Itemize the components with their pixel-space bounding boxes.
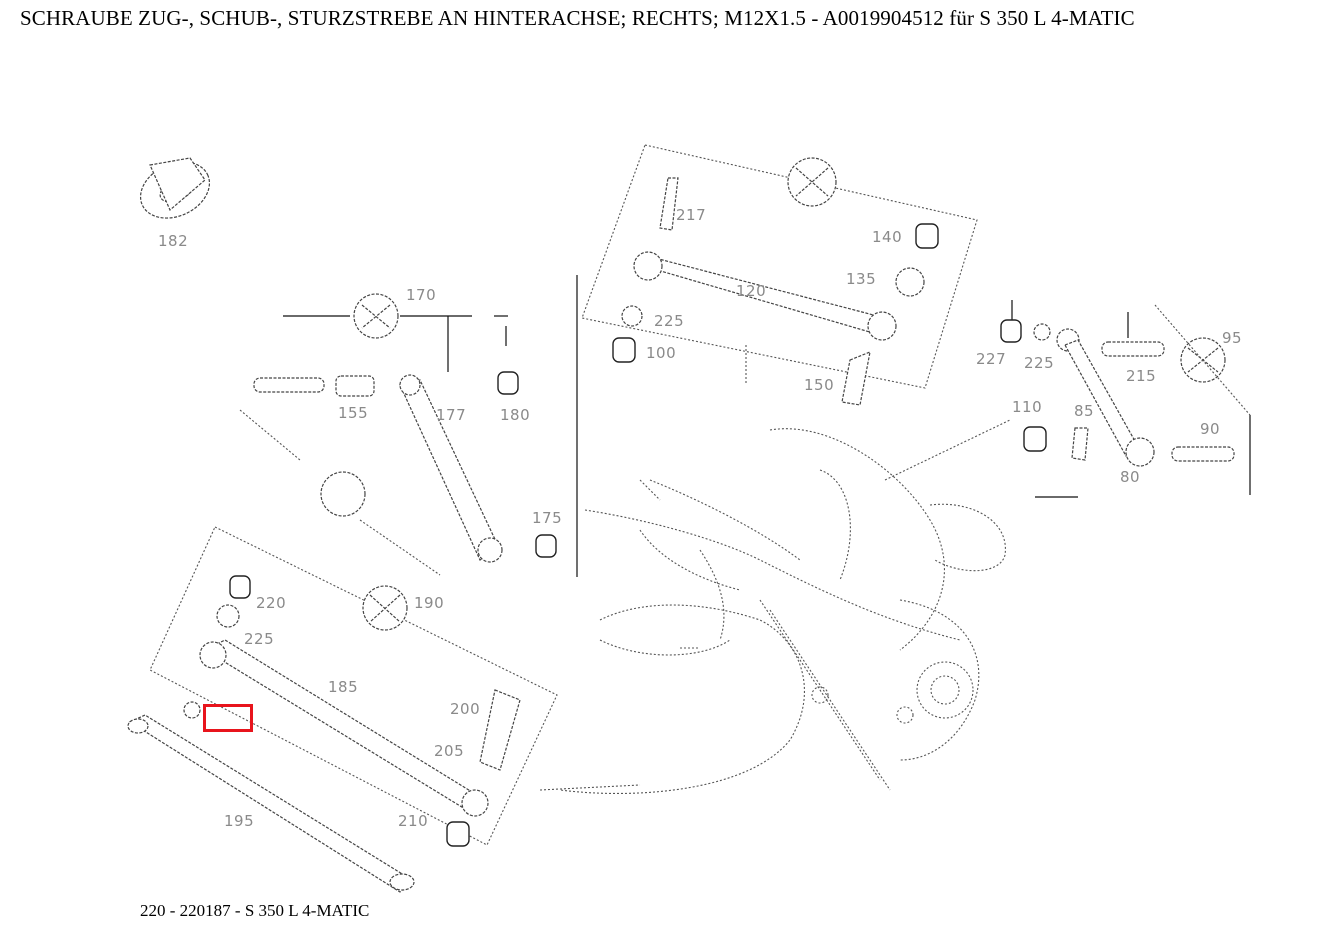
callout-215[interactable]: 215	[1126, 367, 1156, 385]
callout-225-left[interactable]: 225	[244, 630, 274, 648]
callout-225-middle[interactable]: 225	[654, 312, 684, 330]
page-title: SCHRAUBE ZUG-, SCHUB-, STURZSTREBE AN HI…	[20, 6, 1135, 30]
central-axle-assembly	[539, 419, 1011, 794]
diagram-caption: 220 - 220187 - S 350 L 4-MATIC	[140, 901, 370, 920]
callout-110[interactable]: 110	[1012, 398, 1042, 416]
upper-middle-link-group	[581, 144, 978, 406]
callout-170[interactable]: 170	[406, 286, 436, 304]
callout-155[interactable]: 155	[338, 404, 368, 422]
callout-210[interactable]: 210	[398, 812, 428, 830]
callout-135[interactable]: 135	[846, 270, 876, 288]
callout-90[interactable]: 90	[1200, 420, 1220, 438]
callout-177[interactable]: 177	[436, 406, 466, 424]
upper-left-strut-group	[239, 293, 557, 576]
callout-227[interactable]: 227	[976, 350, 1006, 368]
callout-182[interactable]: 182	[158, 232, 188, 250]
lower-left-link-group	[127, 526, 558, 893]
callout-150[interactable]: 150	[804, 376, 834, 394]
callout-225-right[interactable]: 225	[1024, 354, 1054, 372]
right-link-group	[1000, 300, 1251, 498]
callout-85[interactable]: 85	[1074, 402, 1094, 420]
callout-175[interactable]: 175	[532, 509, 562, 527]
callout-95[interactable]: 95	[1222, 329, 1242, 347]
part-182-clamp	[139, 157, 211, 219]
callout-195[interactable]: 195	[224, 812, 254, 830]
callout-180[interactable]: 180	[500, 406, 530, 424]
callout-205[interactable]: 205	[434, 742, 464, 760]
callout-140[interactable]: 140	[872, 228, 902, 246]
callout-220-left[interactable]: 220	[256, 594, 286, 612]
callout-217[interactable]: 217	[676, 206, 706, 224]
callout-190[interactable]: 190	[414, 594, 444, 612]
callout-185[interactable]: 185	[328, 678, 358, 696]
callout-80[interactable]: 80	[1120, 468, 1140, 486]
callout-200[interactable]: 200	[450, 700, 480, 718]
highlighted-part-marker[interactable]	[203, 704, 253, 732]
callout-100[interactable]: 100	[646, 344, 676, 362]
callout-120[interactable]: 120	[736, 282, 766, 300]
